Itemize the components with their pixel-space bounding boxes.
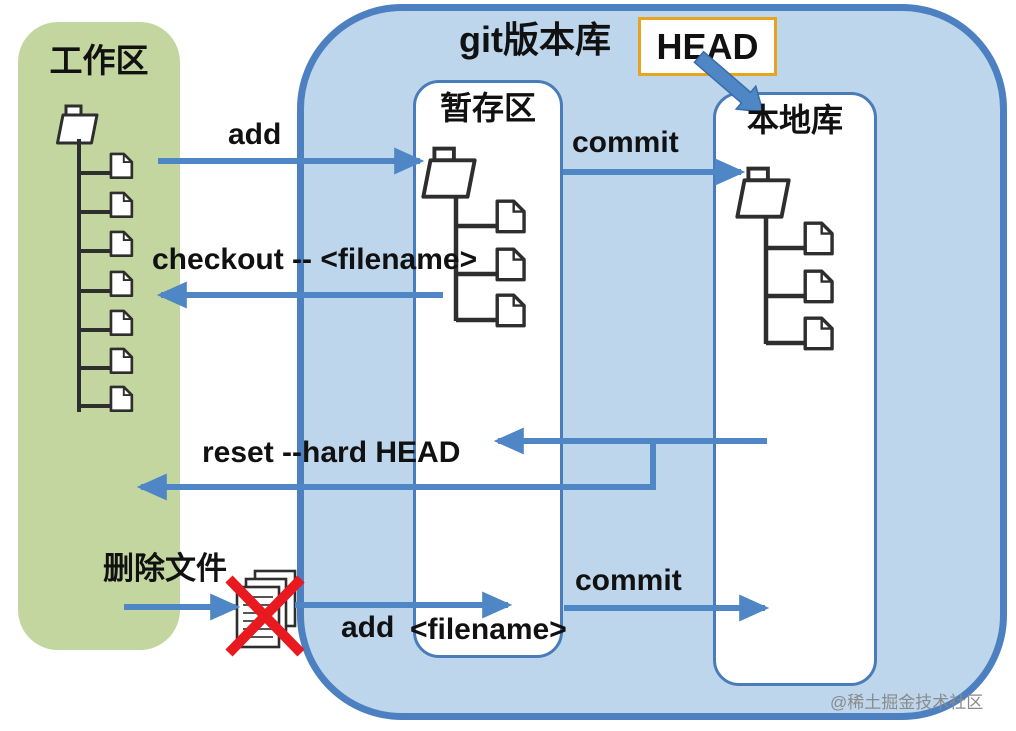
watermark: @稀土掘金技术社区 — [830, 693, 984, 712]
commit-label-top: commit — [572, 126, 679, 159]
red-x-icon — [225, 575, 305, 657]
head-badge: HEAD — [638, 17, 777, 76]
staging-area-panel — [413, 80, 563, 658]
staging-area-title: 暂存区 — [439, 90, 536, 126]
reset-label: reset --hard HEAD — [202, 436, 461, 469]
add-label-top: add — [228, 118, 282, 151]
delete-file-label: 删除文件 — [103, 551, 227, 586]
checkout-label: checkout -- <filename> — [152, 243, 478, 276]
working-area-title: 工作区 — [49, 42, 149, 79]
git-repo-panel — [297, 4, 1007, 720]
head-label: HEAD — [656, 25, 759, 67]
git-repo-title: git版本库 — [459, 19, 611, 60]
commit-label-bottom: commit — [575, 564, 682, 597]
filename-label: <filename> — [410, 613, 567, 646]
local-repo-title: 本地库 — [746, 102, 843, 138]
deleted-files-icon — [225, 569, 305, 657]
add-label-bottom: add — [341, 611, 395, 644]
local-repo-panel — [713, 92, 877, 686]
